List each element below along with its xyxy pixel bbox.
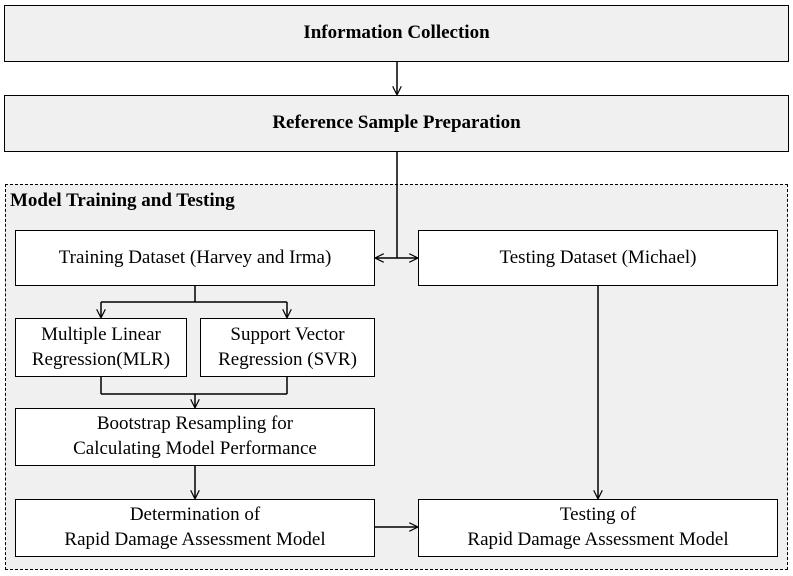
testing-model-box: Testing of Rapid Damage Assessment Model <box>418 499 778 557</box>
mlr-label-line1: Multiple Linear <box>41 323 161 345</box>
svr-box: Support Vector Regression (SVR) <box>200 318 375 377</box>
bootstrap-label-line1: Bootstrap Resampling for <box>96 413 294 435</box>
testing-dataset-label: Testing Dataset (Michael) <box>499 246 697 268</box>
reference-sample-preparation-box: Reference Sample Preparation <box>4 95 789 152</box>
determination-box: Determination of Rapid Damage Assessment… <box>15 499 375 557</box>
information-collection-label: Information Collection <box>303 22 490 44</box>
testing-dataset-box: Testing Dataset (Michael) <box>418 230 778 286</box>
training-dataset-label: Training Dataset (Harvey and Irma) <box>58 246 332 268</box>
testing-model-label-line1: Testing of <box>559 504 637 526</box>
mlr-box: Multiple Linear Regression(MLR) <box>15 318 187 377</box>
reference-sample-preparation-label: Reference Sample Preparation <box>272 112 521 134</box>
determination-label-line1: Determination of <box>129 504 261 526</box>
training-dataset-box: Training Dataset (Harvey and Irma) <box>15 230 375 286</box>
information-collection-box: Information Collection <box>4 5 789 62</box>
testing-model-label-line2: Rapid Damage Assessment Model <box>467 529 729 550</box>
mlr-label-line2: Regression(MLR) <box>31 348 171 370</box>
svr-label-line1: Support Vector <box>230 323 345 345</box>
model-training-testing-title: Model Training and Testing <box>10 190 235 211</box>
bootstrap-box: Bootstrap Resampling for Calculating Mod… <box>15 408 375 466</box>
determination-label-line2: Rapid Damage Assessment Model <box>64 529 326 550</box>
bootstrap-label-line2: Calculating Model Performance <box>73 438 317 459</box>
svr-label-line2: Regression (SVR) <box>218 348 357 370</box>
